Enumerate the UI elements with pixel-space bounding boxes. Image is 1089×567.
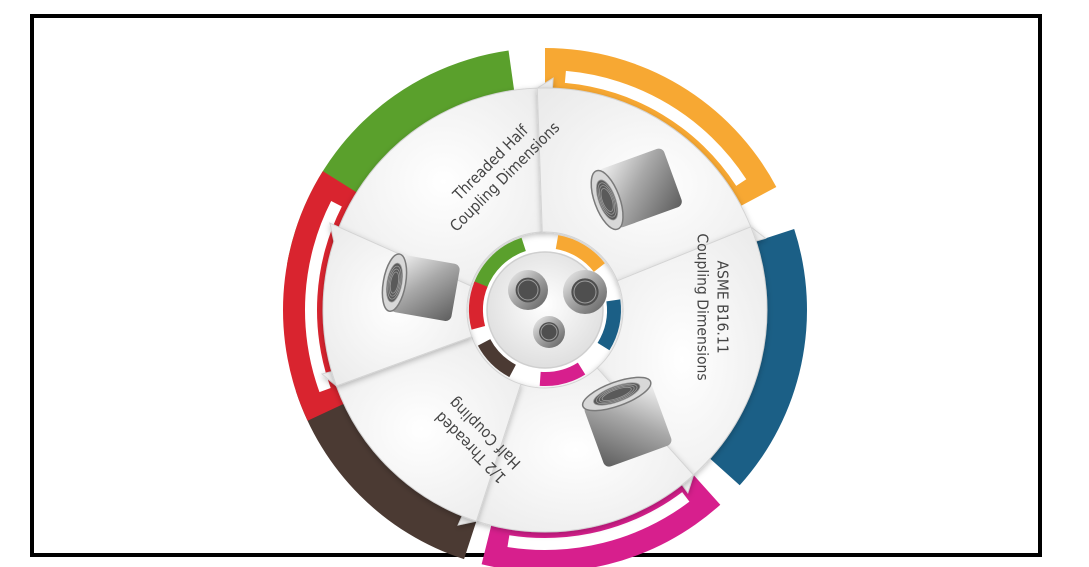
label-blue-line2: Coupling Dimensions: [693, 233, 711, 380]
card-brown: [320, 336, 522, 522]
band-stripe-red: [305, 201, 342, 393]
coupling-photo-orange: [590, 148, 682, 231]
coupling-photo-magenta: [581, 376, 672, 467]
inner-ring-magenta: [539, 362, 586, 387]
outer-band-brown: [295, 376, 479, 560]
inner-ring-brown: [477, 339, 516, 378]
band-stripe-magenta: [507, 492, 690, 551]
band-stripe-orange: [564, 70, 747, 186]
center-coupling-2: [563, 270, 607, 314]
center-coupling-1: [508, 270, 548, 310]
label-blue: ASME B16.11Coupling Dimensions: [693, 233, 731, 380]
label-blue-line1: ASME B16.11: [713, 260, 731, 353]
inner-ring-orange: [555, 235, 605, 272]
inner-ring-red: [469, 281, 488, 330]
card-green: [333, 77, 554, 287]
card-magenta: [457, 367, 695, 533]
center-coupling-3: [533, 316, 565, 348]
coupling-photo-red: [381, 253, 460, 321]
inner-ring-blue: [597, 299, 621, 351]
inner-ring-green: [473, 237, 526, 289]
